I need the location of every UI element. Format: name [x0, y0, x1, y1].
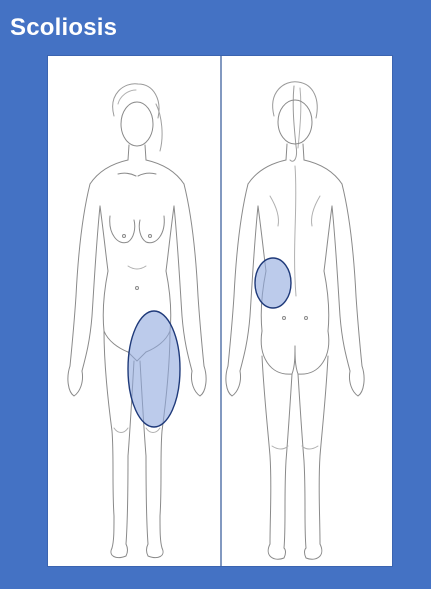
front-body-figure — [68, 84, 206, 558]
body-diagram — [48, 56, 392, 566]
front-thigh-highlight — [128, 311, 180, 427]
slide-title: Scoliosis — [10, 14, 117, 42]
back-body-figure — [226, 82, 364, 559]
lower-back-highlight — [255, 258, 291, 308]
body-diagram-canvas — [48, 56, 392, 566]
